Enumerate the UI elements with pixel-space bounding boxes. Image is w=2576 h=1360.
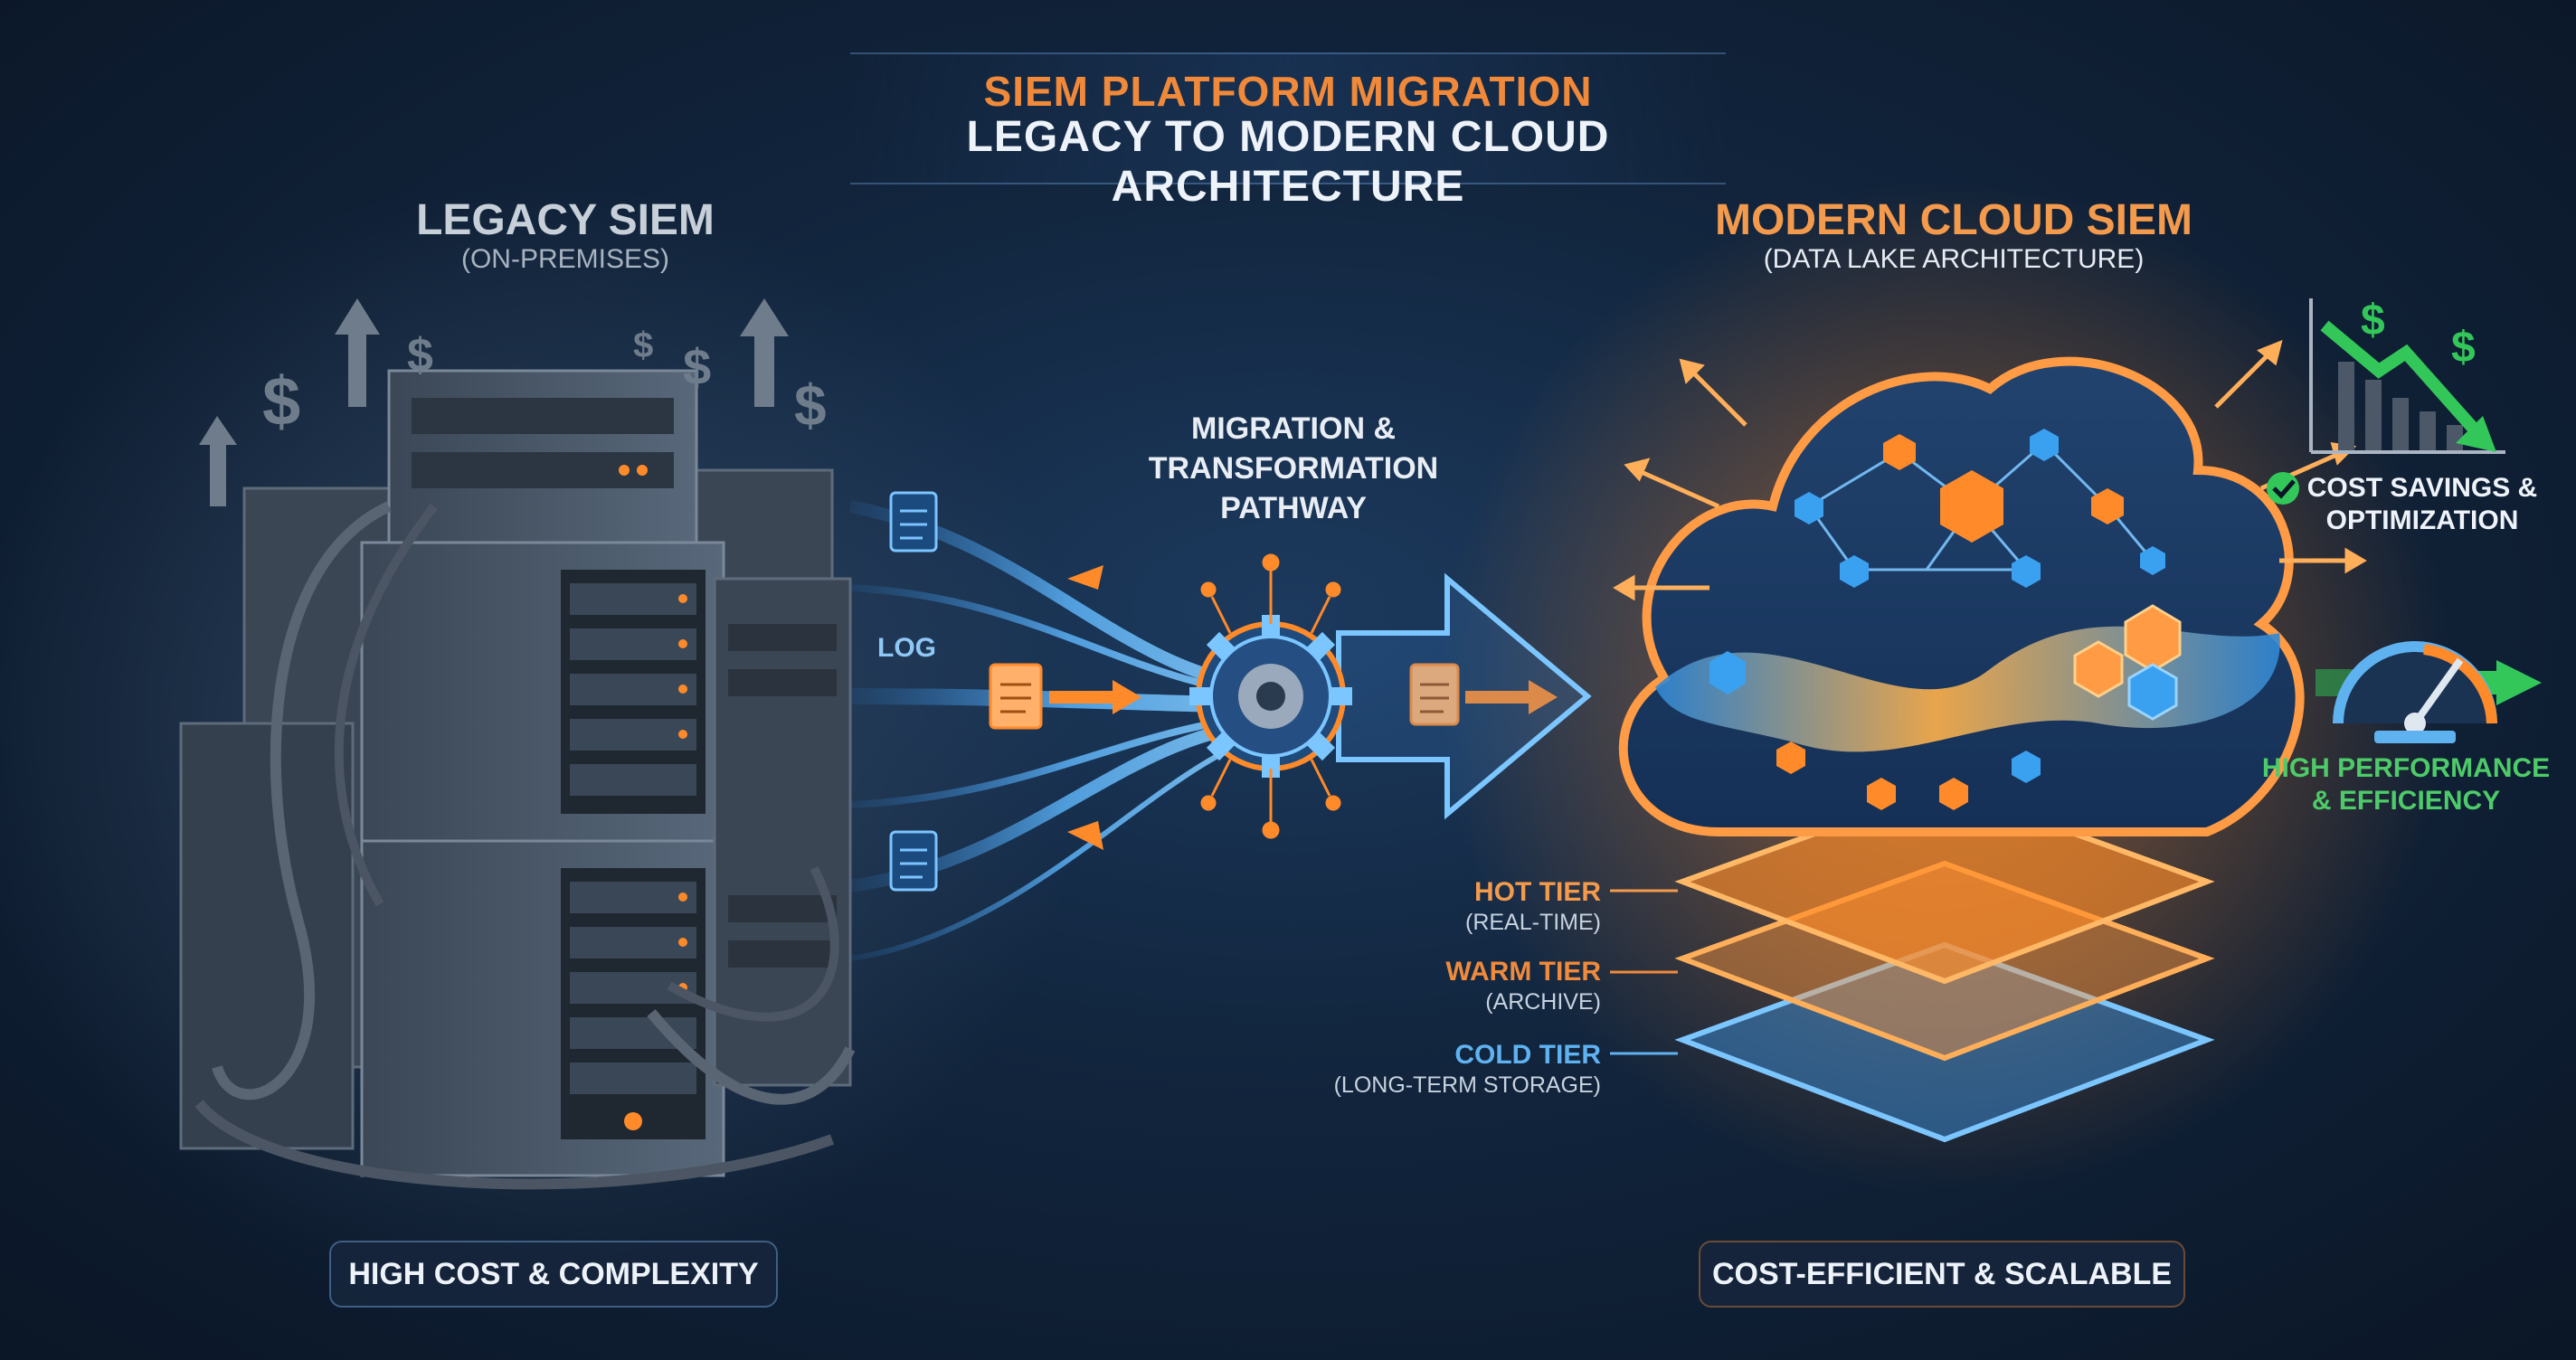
dollar-icon: $	[683, 338, 711, 395]
legacy-subheading: (ON-PREMISES)	[460, 244, 669, 274]
high-performance-line1: HIGH PERFORMANCE	[2261, 753, 2551, 783]
cloud-icon	[1618, 356, 2305, 836]
data-lake	[1655, 626, 2280, 752]
cost-down-chart: $ $	[2309, 297, 2505, 454]
document-icon	[989, 663, 1043, 730]
cost-savings-line1: COST SAVINGS &	[2306, 473, 2538, 503]
cold-tier-label: COLD TIER	[1454, 1040, 1601, 1070]
high-performance-label: HIGH PERFORMANCE & EFFICIENCY	[2252, 752, 2560, 817]
high-performance-line2: & EFFICIENCY	[2311, 786, 2501, 816]
warm-tier-desc: (ARCHIVE)	[1485, 989, 1601, 1015]
main-title: SIEM PLATFORM MIGRATION	[983, 68, 1593, 115]
dollar-icon: $	[2361, 297, 2385, 345]
dollar-icon: $	[633, 326, 653, 365]
dollar-icon: $	[794, 373, 827, 438]
legacy-server-stack	[179, 369, 856, 1190]
document-icon	[889, 830, 938, 892]
legacy-heading: LEGACY SIEM	[416, 196, 715, 244]
migration-label-line2: TRANSFORMATION	[1148, 451, 1439, 486]
migration-arrow	[1336, 572, 1592, 820]
checkmark-icon	[2267, 472, 2299, 505]
migration-label-line1: MIGRATION &	[1190, 411, 1396, 446]
cold-tier-layer	[1674, 941, 2215, 1143]
modern-heading: MODERN CLOUD SIEM	[1715, 196, 2192, 244]
log-document-icons	[889, 491, 1460, 892]
legacy-badge: HIGH COST & COMPLEXITY	[329, 1241, 778, 1308]
speedometer-icon	[2316, 641, 2542, 743]
cold-tier-desc: (LONG-TERM STORAGE)	[1333, 1072, 1601, 1098]
cost-savings-label: COST SAVINGS & OPTIMIZATION	[2296, 472, 2549, 537]
cost-savings-line2: OPTIMIZATION	[2325, 505, 2519, 535]
hot-tier-desc: (REAL-TIME)	[1465, 910, 1601, 935]
document-icon	[1409, 663, 1460, 726]
document-icon	[889, 491, 938, 552]
hot-tier-label: HOT TIER	[1474, 877, 1601, 907]
main-subtitle: LEGACY TO MODERN CLOUD ARCHITECTURE	[966, 113, 1610, 211]
cost-rising-icons: $ $ $ $ $	[199, 298, 827, 506]
migration-label: MIGRATION & TRANSFORMATION PATHWAY	[1113, 409, 1474, 528]
dollar-icon: $	[407, 329, 433, 382]
gear-icon	[1189, 553, 1352, 839]
title-banner	[850, 52, 1726, 184]
dollar-icon: $	[262, 364, 300, 440]
data-flow-arrows	[1049, 565, 1558, 850]
modern-badge: COST-EFFICIENT & SCALABLE	[1699, 1241, 2185, 1308]
modern-subheading: (DATA LAKE ARCHITECTURE)	[1763, 244, 2145, 274]
warm-tier-label: WARM TIER	[1445, 957, 1601, 987]
migration-label-line3: PATHWAY	[1220, 491, 1367, 525]
log-label: LOG	[877, 633, 936, 663]
dollar-icon: $	[2451, 324, 2476, 372]
